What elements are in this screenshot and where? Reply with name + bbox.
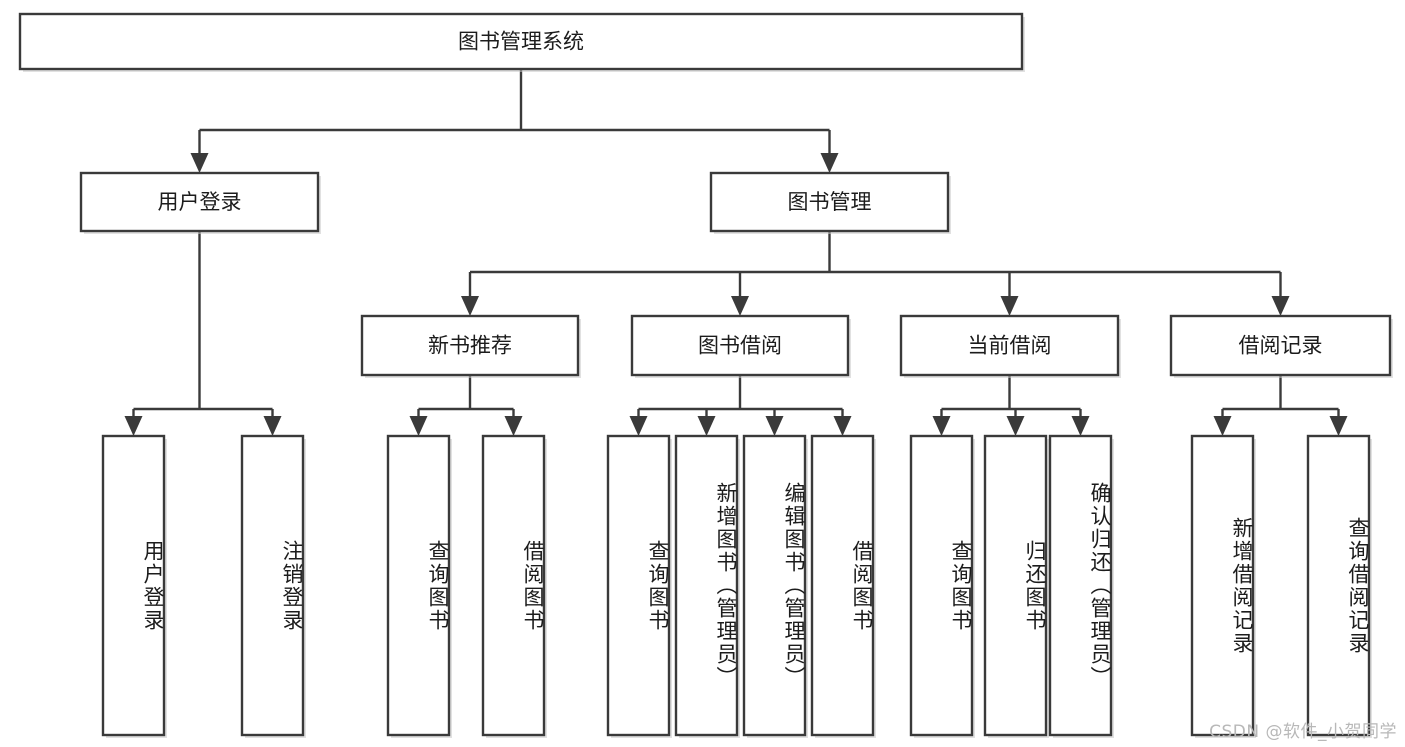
arrow-head bbox=[263, 416, 282, 436]
node-box[interactable] bbox=[909, 434, 974, 737]
node-box[interactable] bbox=[1169, 314, 1392, 377]
node-box[interactable] bbox=[240, 434, 305, 737]
node-label: 图书借阅 bbox=[698, 334, 782, 358]
node-user-login[interactable]: 用户登录 bbox=[79, 171, 321, 234]
node-leaf-add-book-admin[interactable] bbox=[674, 434, 740, 738]
node-box[interactable] bbox=[709, 171, 950, 233]
arrow-head bbox=[731, 296, 749, 316]
node-box[interactable] bbox=[742, 434, 807, 737]
arrow-head bbox=[1000, 296, 1019, 316]
node-box[interactable] bbox=[899, 314, 1120, 377]
arrow-head bbox=[1006, 416, 1025, 436]
node-book-manage[interactable]: 图书管理 bbox=[709, 171, 951, 234]
connector-layer bbox=[124, 69, 1348, 436]
arrow-head bbox=[190, 153, 209, 173]
node-leaf-logout-login[interactable] bbox=[240, 434, 306, 738]
arrow-head bbox=[697, 416, 716, 436]
node-leaf-query-book-recommend[interactable] bbox=[386, 434, 452, 738]
node-label: 图书管理系统 bbox=[458, 30, 584, 54]
node-label: 当前借阅 bbox=[968, 334, 1052, 358]
node-label: 新书推荐 bbox=[428, 334, 512, 358]
node-label: 用户登录 bbox=[158, 190, 242, 214]
arrow-head bbox=[1271, 296, 1290, 316]
node-box[interactable] bbox=[1190, 434, 1255, 737]
arrow-head bbox=[409, 416, 428, 436]
node-root[interactable]: 图书管理系统 bbox=[18, 12, 1025, 72]
node-leaf-user-login[interactable] bbox=[101, 434, 167, 738]
node-box[interactable] bbox=[386, 434, 451, 737]
node-leaf-edit-book-admin[interactable] bbox=[742, 434, 808, 738]
arrow-head bbox=[820, 153, 839, 173]
node-leaf-return-book[interactable] bbox=[983, 434, 1049, 738]
node-box[interactable] bbox=[983, 434, 1048, 737]
arrow-head bbox=[1071, 416, 1090, 436]
node-label: 借阅记录 bbox=[1239, 334, 1323, 358]
watermark: CSDN @软件_小贺同学 bbox=[1209, 722, 1397, 742]
arrow-head bbox=[833, 416, 852, 436]
node-leaf-confirm-return-admin[interactable] bbox=[1048, 434, 1114, 738]
node-label: 图书管理 bbox=[788, 190, 872, 214]
node-current-borrow[interactable]: 当前借阅 bbox=[899, 314, 1121, 378]
node-box[interactable] bbox=[630, 314, 850, 377]
node-box[interactable] bbox=[1048, 434, 1113, 737]
node-leaf-query-book-borrow[interactable] bbox=[606, 434, 672, 738]
arrow-head bbox=[124, 416, 143, 436]
node-new-book-recommend[interactable]: 新书推荐 bbox=[360, 314, 581, 378]
arrow-head bbox=[765, 416, 784, 436]
node-box[interactable] bbox=[360, 314, 580, 377]
arrow-head bbox=[1329, 416, 1348, 436]
node-book-borrow[interactable]: 图书借阅 bbox=[630, 314, 851, 378]
node-box[interactable] bbox=[810, 434, 875, 737]
node-leaf-add-borrow-record[interactable] bbox=[1190, 434, 1256, 738]
node-leaf-borrow-book-borrow[interactable] bbox=[810, 434, 876, 738]
node-box[interactable] bbox=[1306, 434, 1371, 737]
node-borrow-record[interactable]: 借阅记录 bbox=[1169, 314, 1393, 378]
arrow-head bbox=[1213, 416, 1232, 436]
arrow-head bbox=[932, 416, 951, 436]
arrow-head bbox=[629, 416, 648, 436]
arrow-head bbox=[461, 296, 479, 316]
node-box[interactable] bbox=[18, 12, 1024, 71]
node-leaf-query-borrow-record[interactable] bbox=[1306, 434, 1372, 738]
node-box[interactable] bbox=[101, 434, 166, 737]
node-box[interactable] bbox=[674, 434, 739, 737]
arrow-head bbox=[504, 416, 523, 436]
node-box[interactable] bbox=[606, 434, 671, 737]
node-box[interactable] bbox=[79, 171, 320, 233]
node-leaf-query-book-current[interactable] bbox=[909, 434, 975, 738]
node-leaf-borrow-book-recommend[interactable] bbox=[481, 434, 547, 738]
node-box[interactable] bbox=[481, 434, 546, 737]
